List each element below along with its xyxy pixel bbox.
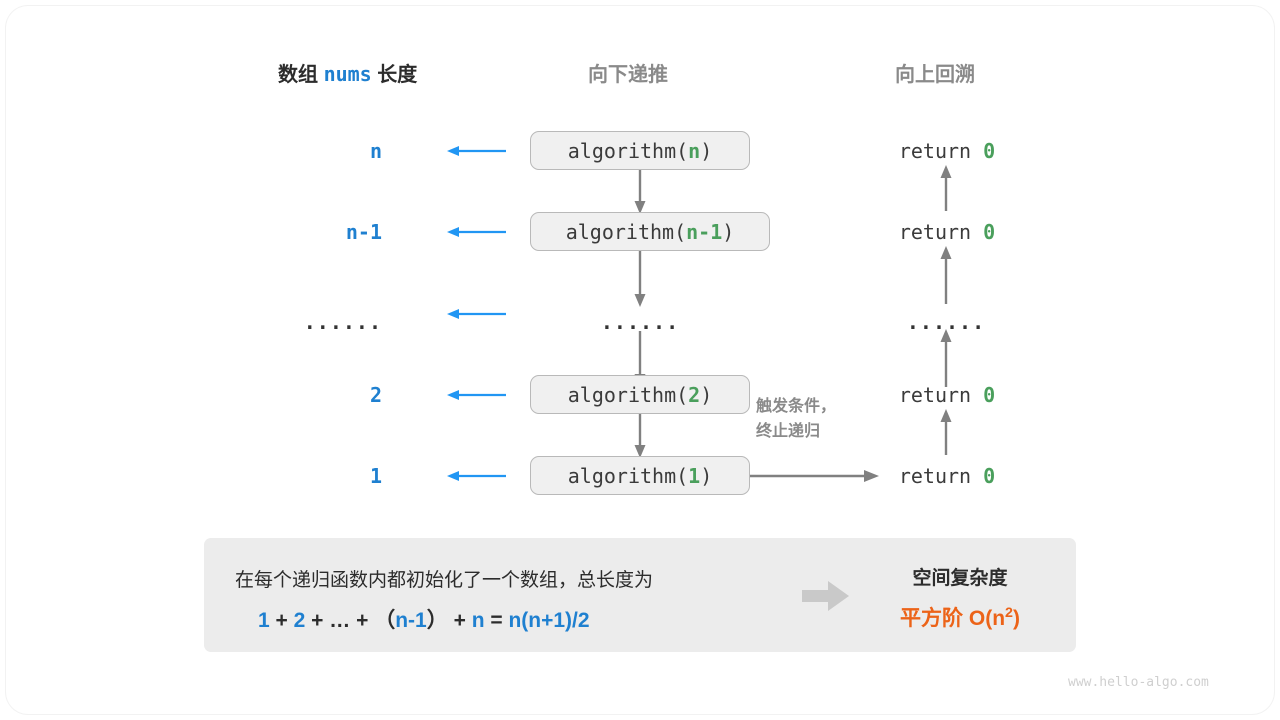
result-prefix: 平方阶 [900,607,964,630]
function-box-row-4: algorithm(1) [530,456,750,495]
size-label-row-1: n-1 [345,220,382,244]
function-box-row-1: algorithm(n-1) [530,212,770,251]
header-left-mono: nums [323,62,372,86]
return-label-row-1: return 0 [847,220,1047,244]
summary-formula: 1 + 2 + … + （n-1） + n = n(n+1)/2 [258,604,590,634]
return-value: 0 [983,383,996,407]
ascend-arrow-0 [940,165,952,211]
header-left-column: 数组 nums 长度 [278,58,417,87]
return-keyword: return [898,139,972,163]
function-call-suffix: ) [700,138,713,163]
header-middle-column: 向下递推 [588,64,668,86]
return-label-row-0: return 0 [847,139,1047,163]
summary-block-arrow-icon [802,581,849,611]
formula-term-4: n-1 [395,609,427,632]
formula-term-2: 2 [293,609,306,632]
function-call-prefix: algorithm( [567,463,689,488]
return-value: 0 [983,464,996,488]
ascend-arrow-3 [940,409,952,455]
formula-op-3: + [356,609,369,632]
descend-arrow-3 [634,414,646,458]
formula-lparen: （ [374,609,396,632]
return-value: 0 [983,220,996,244]
formula-equals: = [490,609,503,632]
summary-result-value: 平方阶 O(n2) [870,602,1050,632]
feed-arrow-row-4 [447,471,506,481]
descend-arrow-1 [634,251,646,307]
function-call-suffix: ) [700,382,713,407]
formula-term-1: 1 [258,609,270,632]
ascend-arrow-2 [940,329,952,387]
header-left-prefix: 数组 [278,64,318,86]
function-call-arg: n [688,138,701,163]
function-call-prefix: algorithm( [565,219,687,244]
function-call-prefix: algorithm( [567,382,689,407]
header-right-column: 向上回溯 [895,64,975,86]
function-call-arg: n-1 [686,219,723,244]
annotation-line-1: 触发条件， [756,398,837,415]
return-keyword: return [898,220,972,244]
result-exponent: 2 [1005,605,1013,621]
size-label-row-0: n [369,139,382,163]
function-call-prefix: algorithm( [567,138,689,163]
return-value: 0 [983,139,996,163]
return-label-row-3: return 0 [847,383,1047,407]
return-keyword: return [898,464,972,488]
function-call-suffix: ) [722,219,735,244]
annotation-line-2: 终止递归 [756,422,821,440]
function-call-suffix: ) [700,463,713,488]
formula-op-1: + [275,609,288,632]
base-case-arrow [750,470,879,482]
base-case-annotation: 触发条件， 终止递归 [756,395,836,445]
feed-arrow-row-1 [447,227,506,237]
summary-result-title: 空间复杂度 [912,568,1008,589]
return-ellipsis-row-2: ...... [906,310,986,334]
size-label-row-3: 2 [369,383,382,407]
return-label-row-4: return 0 [847,464,1047,488]
descend-arrow-0 [634,170,646,214]
result-notation: O(n [968,607,1006,630]
formula-op-2: + [311,609,324,632]
summary-panel [204,538,1076,652]
formula-term-5: n [471,609,485,632]
header-left-suffix: 长度 [377,64,418,86]
formula-op-4: + [453,609,466,632]
formula-result: n(n+1)/2 [508,609,590,632]
size-label-row-4: 1 [369,464,382,488]
function-call-arg: 2 [688,382,701,407]
feed-arrow-row-0 [447,146,506,156]
return-keyword: return [898,383,972,407]
function-call-arg: 1 [688,463,701,488]
feed-arrow-row-3 [447,390,506,400]
function-box-row-3: algorithm(2) [530,375,750,414]
function-box-row-0: algorithm(n) [530,131,750,170]
ascend-arrow-1 [940,246,952,304]
function-ellipsis-row-2: ...... [600,310,680,334]
formula-rparen: ） [426,609,448,632]
result-suffix: ) [1012,607,1020,630]
feed-arrow-row-2 [447,309,506,319]
size-label-row-2: ...... [303,310,382,334]
formula-ellipsis: … [329,609,351,632]
summary-description: 在每个递归函数内都初始化了一个数组，总长度为 [235,570,654,591]
watermark: www.hello-algo.com [1068,675,1209,690]
